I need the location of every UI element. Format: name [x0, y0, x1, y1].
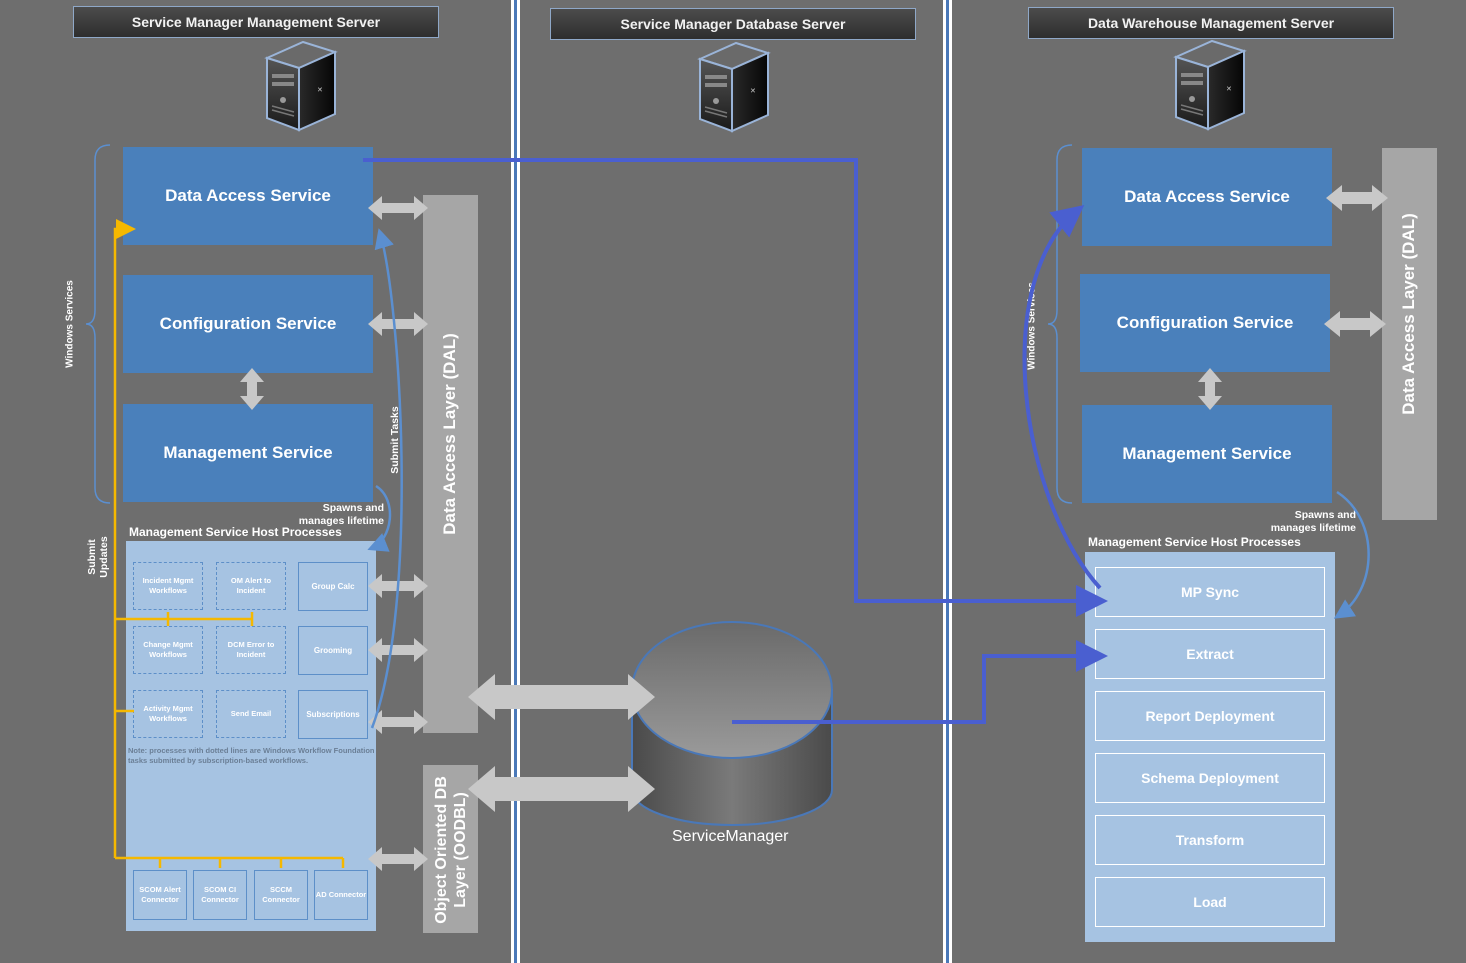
spawns-curve-left	[367, 484, 392, 552]
oodbl-arrow	[368, 847, 428, 871]
submit-updates-tree	[113, 219, 345, 868]
column-separator	[943, 0, 952, 963]
workflow-activity-mgmt: Activity Mgmt Workflows	[133, 690, 203, 738]
workflow-incident-mgmt: Incident Mgmt Workflows	[133, 562, 203, 610]
connector-taps	[158, 858, 345, 868]
dal-arrow	[368, 312, 428, 336]
workflow-bus-1	[115, 612, 254, 626]
db-arrow	[468, 766, 655, 812]
flow-mp-sync-to-data-access	[1022, 205, 1102, 590]
connector-sccm: SCCM Connector	[254, 870, 308, 920]
blue-flow-lines	[363, 158, 1108, 724]
column-separator	[511, 0, 520, 963]
right-data-access-service: Data Access Service	[1082, 148, 1332, 246]
process-report-deployment: Report Deployment	[1095, 691, 1325, 741]
connector-ad: AD Connector	[314, 870, 368, 920]
right-dal-bar	[1382, 148, 1437, 520]
server-title-dw-management: Data Warehouse Management Server	[1028, 7, 1394, 39]
dal-arrow	[1324, 311, 1386, 337]
left-windows-services-brace	[85, 144, 111, 504]
dal-arrow	[368, 196, 428, 220]
workflow-om-alert: OM Alert to Incident	[216, 562, 286, 610]
workflow-dcm-error: DCM Error to Incident	[216, 626, 286, 674]
process-group-calc: Group Calc	[298, 562, 368, 611]
workflow-send-email: Send Email	[216, 690, 286, 738]
workflow-note: Note: processes with dotted lines are Wi…	[128, 746, 375, 765]
server-title-sm-database: Service Manager Database Server	[550, 8, 916, 40]
connector-scom-alert: SCOM Alert Connector	[133, 870, 187, 920]
flow-db-to-extract	[732, 640, 1108, 724]
flow-data-access-to-mp-sync	[363, 158, 1108, 617]
server-title-sm-management: Service Manager Management Server	[73, 6, 439, 38]
right-configuration-service: Configuration Service	[1080, 274, 1330, 372]
process-load: Load	[1095, 877, 1325, 927]
right-windows-services-brace	[1047, 144, 1073, 504]
db-arrow	[468, 674, 655, 720]
right-management-service: Management Service	[1082, 405, 1332, 503]
database-name: ServiceManager	[672, 828, 789, 845]
process-schema-deployment: Schema Deployment	[1095, 753, 1325, 803]
process-grooming: Grooming	[298, 626, 368, 675]
submit-tasks-curve	[370, 228, 403, 729]
left-dal-bar	[423, 195, 478, 733]
light-blue-curves	[367, 228, 1370, 729]
left-host-title: Management Service Host Processes	[129, 525, 342, 539]
left-spawns-label: Spawns and manages lifetime	[298, 502, 384, 527]
right-spawns-label: Spawns and manages lifetime	[1270, 509, 1356, 534]
left-management-service: Management Service	[123, 404, 373, 502]
process-transform: Transform	[1095, 815, 1325, 865]
submit-updates-trunk	[113, 219, 136, 858]
config-mgmt-arrow	[240, 368, 264, 410]
workflow-change-mgmt: Change Mgmt Workflows	[133, 626, 203, 674]
dal-arrow	[368, 710, 428, 734]
oodbl-bar	[423, 765, 478, 933]
connector-scom-ci: SCOM CI Connector	[193, 870, 247, 920]
left-data-access-service: Data Access Service	[123, 147, 373, 245]
spawns-curve-right	[1333, 490, 1370, 619]
process-subscriptions: Subscriptions	[298, 690, 368, 739]
left-host-panel	[126, 541, 376, 931]
dal-arrow	[368, 638, 428, 662]
config-mgmt-arrow	[1198, 368, 1222, 410]
left-configuration-service: Configuration Service	[123, 275, 373, 373]
right-host-title: Management Service Host Processes	[1088, 535, 1301, 549]
dal-arrow	[1326, 185, 1388, 211]
